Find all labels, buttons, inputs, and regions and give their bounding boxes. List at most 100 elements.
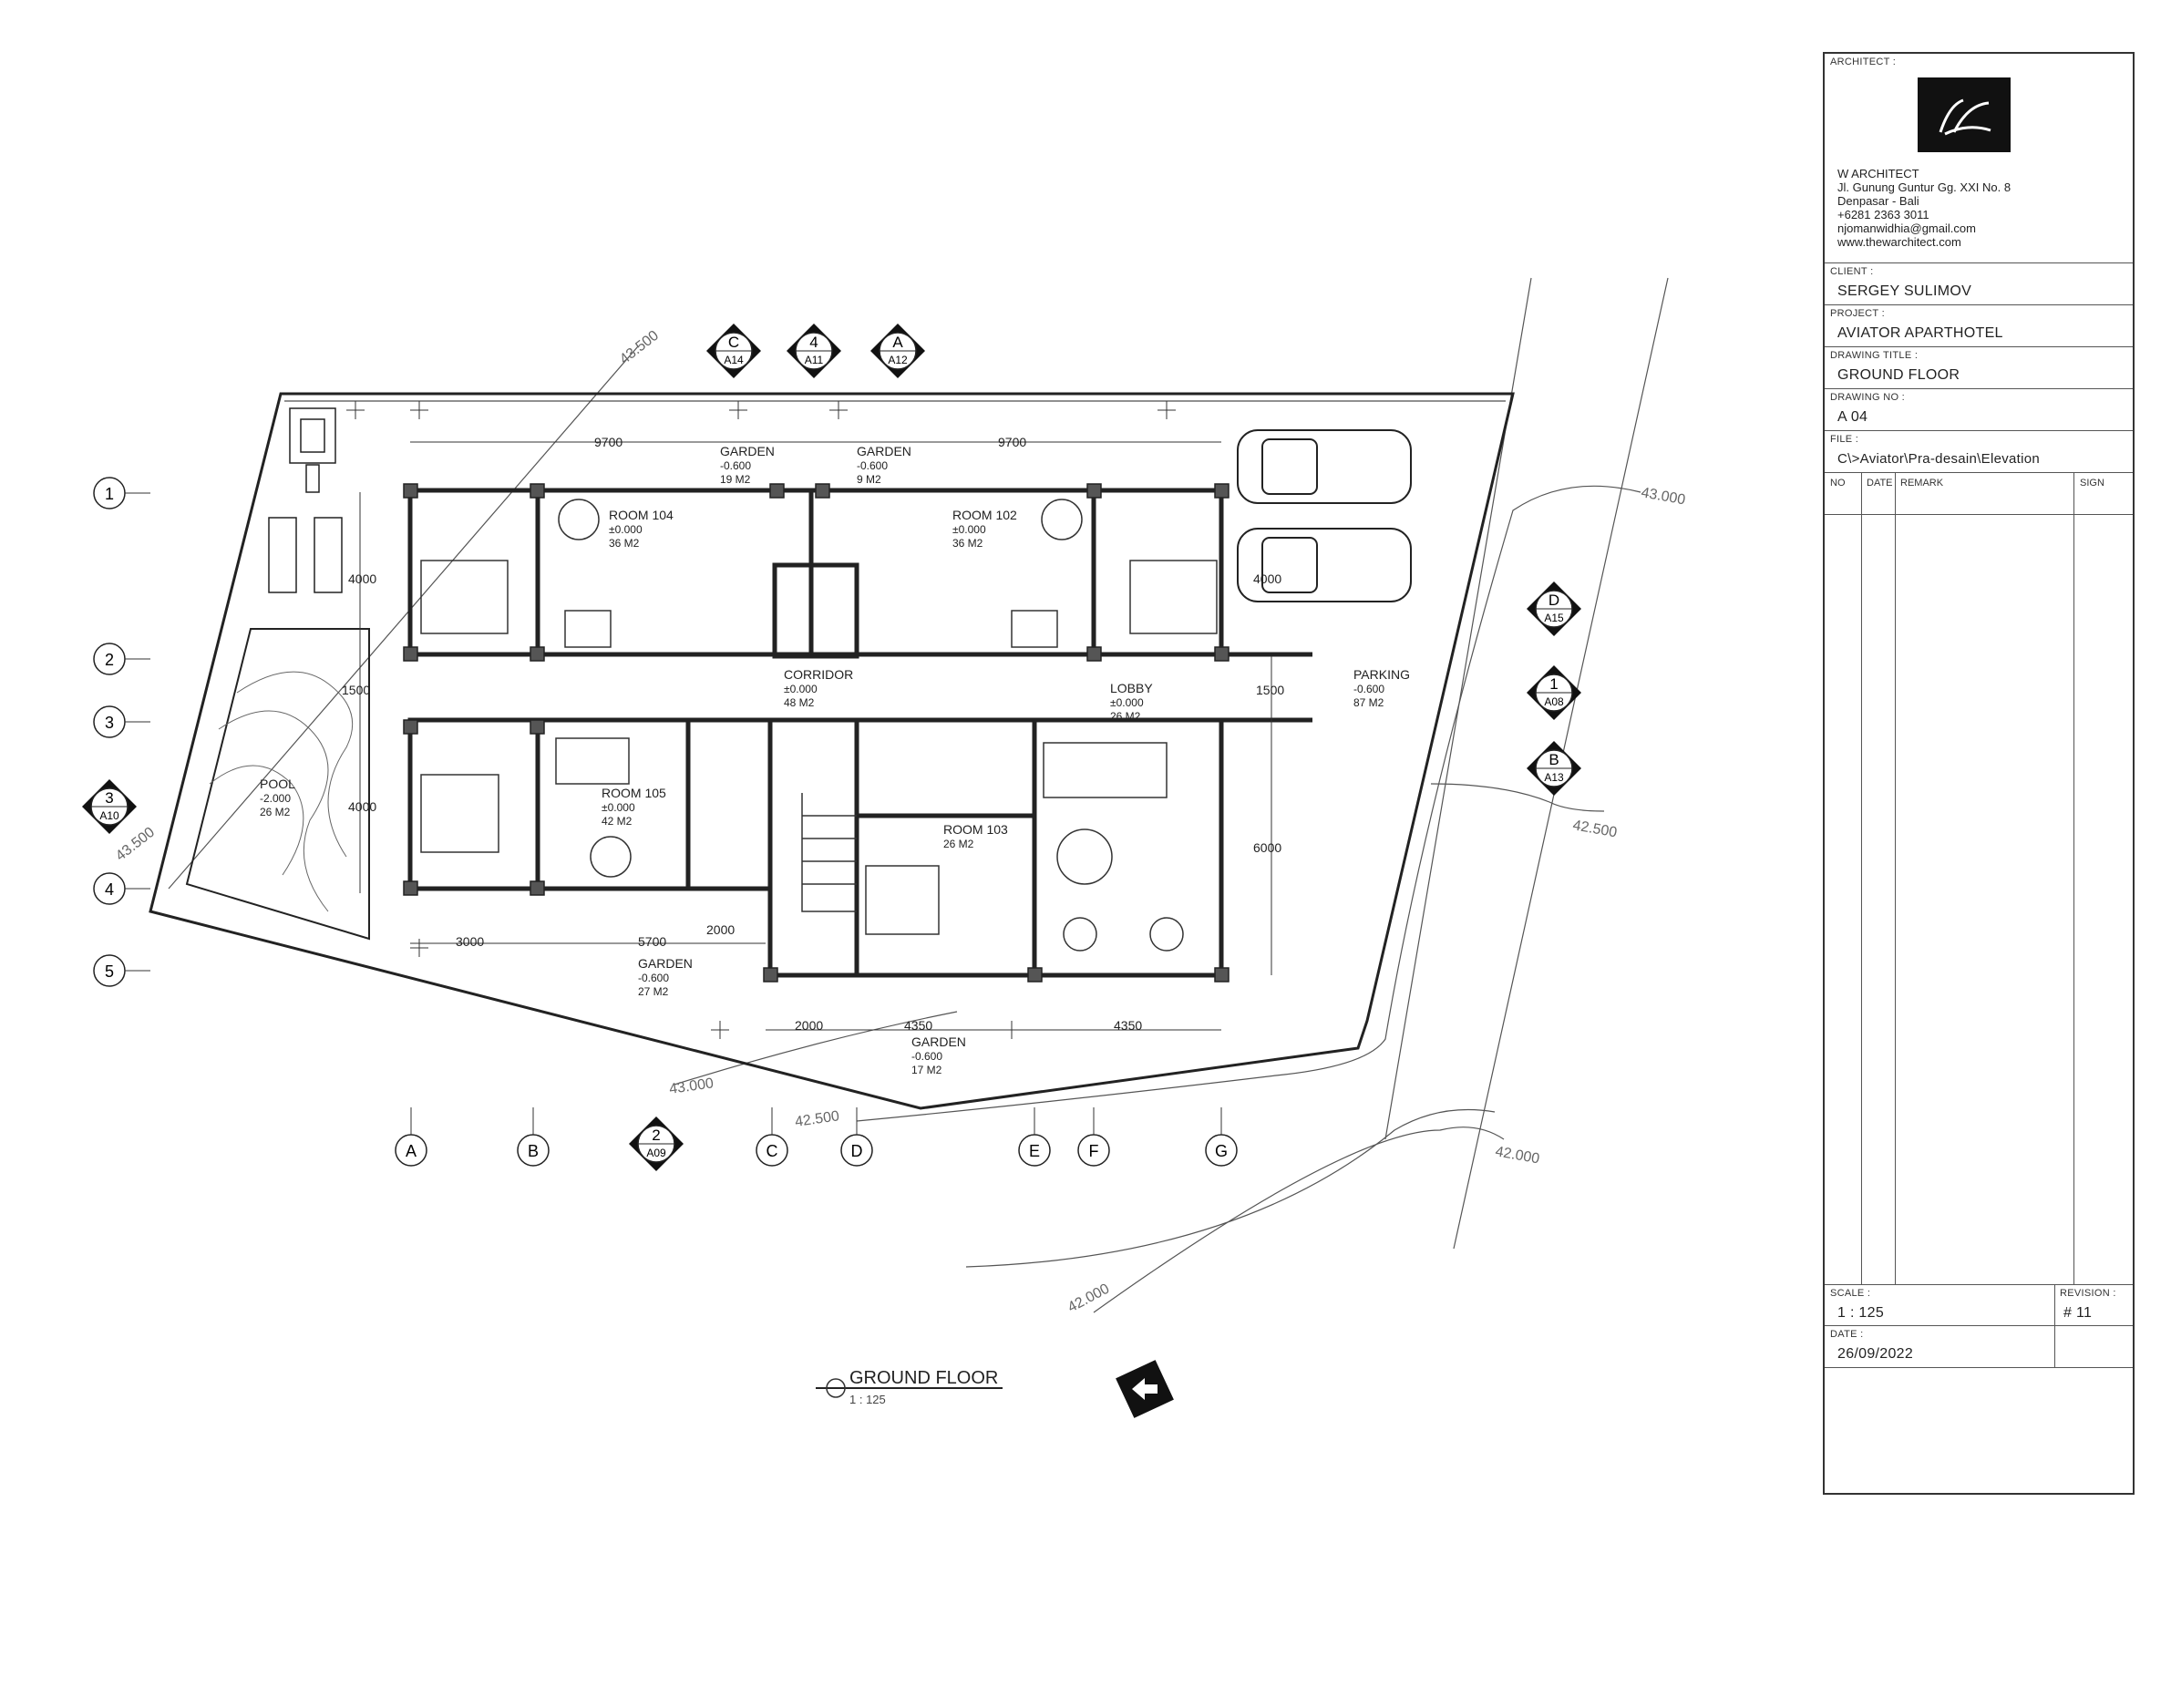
structural-columns (403, 483, 1230, 983)
firm-name: W ARCHITECT (1837, 167, 1919, 180)
revision-sign-header: SIGN (2080, 478, 2104, 489)
room-label-garden-9: GARDEN (857, 444, 911, 458)
dimension-4000-2: 4000 (348, 571, 376, 586)
scale-label: SCALE : (1830, 1288, 1871, 1299)
room-area-10: 27 M2 (638, 985, 669, 998)
room-label-room-105-2: ROOM 105 (602, 786, 666, 800)
revision-col-divider-3 (2073, 473, 2074, 1284)
contour-label-3: 43.000 (668, 1075, 715, 1097)
room-area-3: 26 M2 (943, 838, 974, 850)
scale-revision-divider (2054, 1285, 2055, 1325)
room-label-garden-8: GARDEN (720, 444, 775, 458)
section-marker-id-4: 1 (1549, 675, 1558, 693)
grid-row-5-label: 5 (105, 962, 114, 981)
room-level-8: -0.600 (720, 459, 751, 472)
room-label-lobby-5: LOBBY (1110, 681, 1153, 695)
project-section: PROJECT : AVIATOR APARTHOTEL (1825, 305, 2133, 347)
title-block: ARCHITECT : W ARCHITECT Jl. Gunung Guntu… (1823, 52, 2135, 1495)
room-label-pool-7: POOL (260, 777, 295, 791)
section-marker-sheet-0: A14 (724, 354, 744, 366)
drawing-no-section: DRAWING NO : A 04 (1825, 389, 2133, 431)
scale-section: SCALE : 1 : 125 REVISION : # 11 (1825, 1284, 2133, 1326)
section-marker-id-1: 4 (809, 334, 818, 351)
contour-label-2: 43.000 (1640, 485, 1686, 508)
dimension-1500-3: 1500 (342, 683, 370, 697)
email: njomanwidhia@gmail.com (1837, 221, 1976, 235)
revision-remark-header: REMARK (1900, 478, 1944, 489)
grid-col-C-label: C (767, 1142, 778, 1160)
date-value: 26/09/2022 (1837, 1346, 1914, 1362)
section-marker-id-5: B (1549, 751, 1559, 768)
revision-header-divider (1825, 514, 2133, 515)
plan-scale: 1 : 125 (849, 1393, 886, 1406)
section-marker-id-6: 3 (105, 789, 113, 807)
room-level-0: ±0.000 (609, 523, 643, 536)
room-area-1: 36 M2 (952, 537, 983, 550)
client-value: SERGEY SULIMOV (1837, 283, 1972, 299)
grid-row-1-label: 1 (105, 485, 114, 503)
section-marker-id-7: 2 (652, 1127, 660, 1144)
dimension-2000-11: 2000 (795, 1018, 823, 1033)
dimension-9700-1: 9700 (998, 435, 1026, 449)
revision-table: NO DATE REMARK SIGN (1825, 473, 2133, 1708)
parked-cars (1237, 429, 1412, 602)
dimension-4350-13: 4350 (1114, 1018, 1142, 1033)
section-marker-sheet-1: A11 (805, 354, 824, 366)
drawing-title-label: DRAWING TITLE : (1830, 350, 1919, 361)
address-line-1: Jl. Gunung Guntur Gg. XXI No. 8 (1837, 180, 2012, 194)
dimension-1500-6: 1500 (1256, 683, 1284, 697)
room-level-7: -2.000 (260, 792, 291, 805)
landscape-plants (346, 401, 1176, 1039)
project-value: AVIATOR APARTHOTEL (1837, 325, 2003, 341)
furniture (420, 499, 1218, 952)
room-level-10: -0.600 (638, 972, 669, 984)
dimension-4350-12: 4350 (904, 1018, 932, 1033)
client-section: CLIENT : SERGEY SULIMOV (1825, 263, 2133, 305)
room-area-8: 19 M2 (720, 473, 751, 486)
scale-value: 1 : 125 (1837, 1305, 1885, 1321)
north-arrow-icon (1116, 1360, 1174, 1418)
dimension-2000-10: 2000 (706, 922, 735, 937)
address-line-2: Denpasar - Bali (1837, 194, 1919, 208)
room-level-2: ±0.000 (602, 801, 635, 814)
drawing-title-value: GROUND FLOOR (1837, 367, 1960, 383)
contour-label-6: 42.000 (1494, 1144, 1540, 1167)
project-label: PROJECT : (1830, 308, 1885, 319)
revision-col-divider-2 (1895, 473, 1896, 1284)
section-marker-sheet-7: A09 (646, 1147, 666, 1159)
building-walls (407, 488, 1312, 978)
room-area-7: 26 M2 (260, 806, 291, 818)
drawing-no-label: DRAWING NO : (1830, 392, 1906, 403)
site-boundary (149, 392, 1515, 1110)
section-marker-sheet-5: A13 (1544, 771, 1564, 784)
dimension-9700-0: 9700 (594, 435, 622, 449)
room-area-4: 48 M2 (784, 696, 815, 709)
grid-row-4-label: 4 (105, 880, 114, 899)
grid-col-D-label: D (851, 1142, 863, 1160)
room-level-6: -0.600 (1353, 683, 1384, 695)
pool-deck-furniture (268, 407, 343, 593)
grid-col-A-label: A (406, 1142, 417, 1160)
room-area-0: 36 M2 (609, 537, 640, 550)
room-label-parking-6: PARKING (1353, 667, 1410, 682)
room-label-garden-10: GARDEN (638, 956, 693, 971)
website: www.thewarchitect.com (1837, 235, 1961, 249)
contour-label-1: 43.500 (113, 825, 158, 865)
architect-logo (1918, 77, 2011, 152)
dimension-4000-5: 4000 (1253, 571, 1281, 586)
dimension-4000-4: 4000 (348, 799, 376, 814)
room-area-11: 17 M2 (911, 1064, 942, 1076)
file-label: FILE : (1830, 434, 1859, 445)
section-marker-B-A13: B A13 (1527, 741, 1581, 796)
drawing-title-bubble (826, 1378, 846, 1398)
drawing-no-value: A 04 (1837, 409, 1868, 425)
file-value: C\>Aviator\Pra-desain\Elevation (1837, 451, 2041, 467)
date-divider (2054, 1326, 2055, 1367)
room-level-11: -0.600 (911, 1050, 942, 1063)
date-section: DATE : 26/09/2022 (1825, 1326, 2133, 1368)
